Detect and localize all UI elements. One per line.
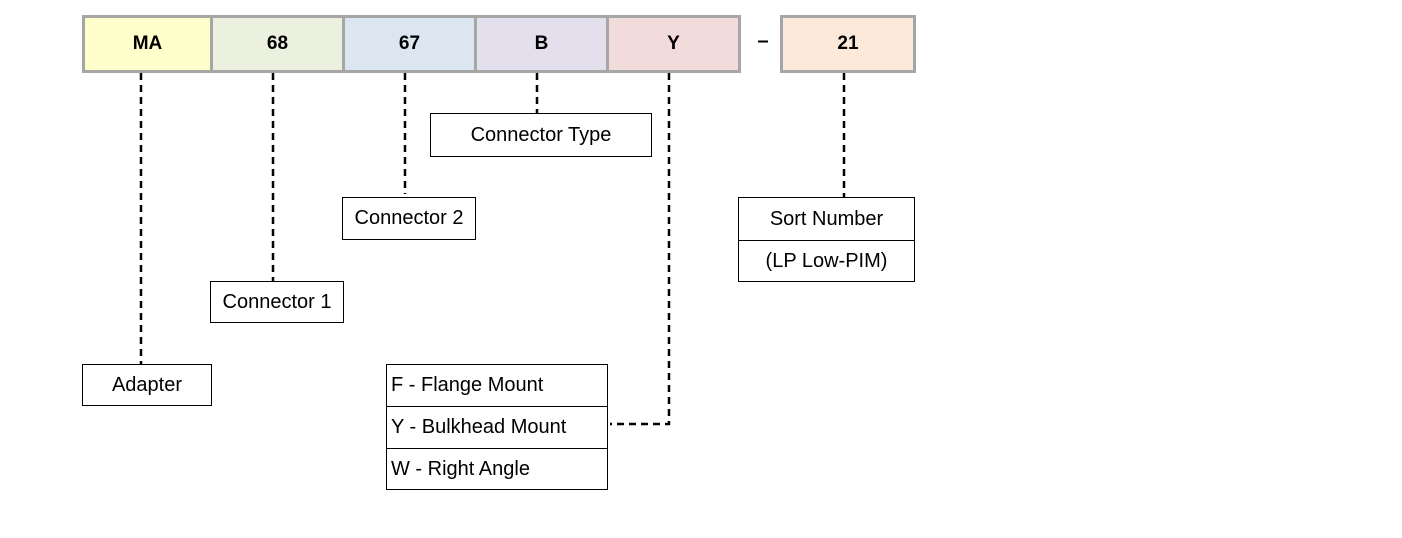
- mount-options-box: F - Flange Mount Y - Bulkhead Mount W - …: [386, 364, 608, 490]
- sort-number-note: (LP Low-PIM): [739, 240, 914, 281]
- code-segment-connector-2: 67: [342, 15, 477, 73]
- adapter-label: Adapter: [82, 364, 212, 406]
- connector-2-label: Connector 2: [342, 197, 476, 240]
- connector-1-label: Connector 1: [210, 281, 344, 323]
- code-segment-adapter: MA: [82, 15, 213, 73]
- code-segment-connector-1: 68: [210, 15, 345, 73]
- sort-number-label: Sort Number: [769, 207, 884, 230]
- code-segment-mount: Y: [606, 15, 741, 73]
- connector-type-label: Connector Type: [430, 113, 652, 157]
- leader-line-mount: [610, 73, 671, 426]
- mount-option-flange: F - Flange Mount: [391, 374, 544, 396]
- code-separator: –: [757, 30, 769, 52]
- code-segment-sort-number: 21: [780, 15, 916, 73]
- sort-number-box: Sort Number (LP Low-PIM): [738, 197, 915, 282]
- mount-option-right-angle: W - Right Angle: [387, 448, 607, 489]
- mount-option-bulkhead: Y - Bulkhead Mount: [387, 406, 607, 448]
